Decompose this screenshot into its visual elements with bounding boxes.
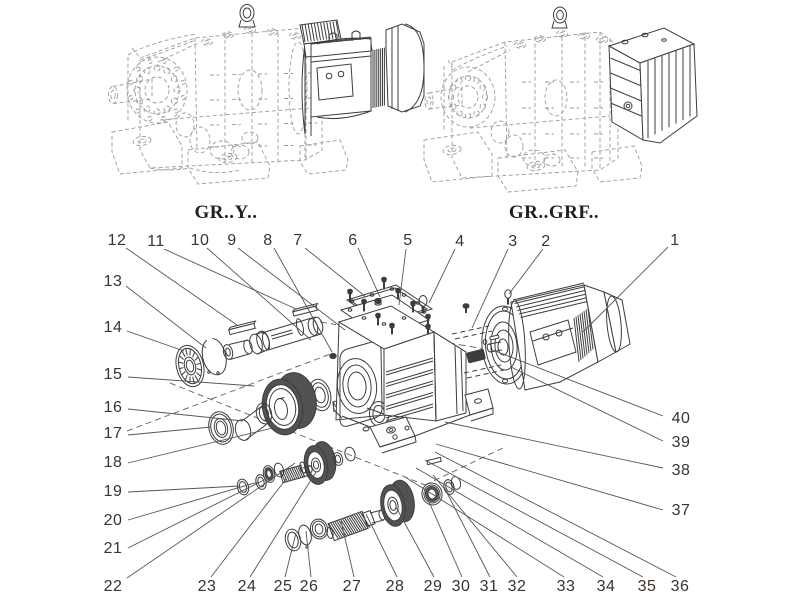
- svg-text:2: 2: [541, 233, 550, 250]
- svg-text:29: 29: [424, 578, 443, 595]
- svg-text:40: 40: [672, 410, 691, 427]
- svg-text:21: 21: [104, 540, 123, 557]
- svg-text:7: 7: [293, 232, 302, 249]
- svg-text:22: 22: [104, 578, 123, 595]
- svg-text:31: 31: [480, 578, 499, 595]
- svg-text:17: 17: [104, 425, 123, 442]
- svg-text:GR..Y..: GR..Y..: [195, 202, 258, 223]
- svg-text:34: 34: [597, 578, 616, 595]
- svg-text:27: 27: [343, 578, 362, 595]
- svg-text:39: 39: [672, 434, 691, 451]
- svg-text:6: 6: [348, 232, 357, 249]
- svg-text:14: 14: [104, 319, 123, 336]
- svg-text:5: 5: [403, 232, 412, 249]
- svg-text:3: 3: [508, 233, 517, 250]
- svg-text:16: 16: [104, 399, 123, 416]
- svg-text:25: 25: [274, 578, 293, 595]
- svg-text:35: 35: [638, 578, 657, 595]
- svg-text:11: 11: [147, 233, 165, 250]
- svg-text:32: 32: [508, 578, 527, 595]
- svg-text:36: 36: [671, 578, 690, 595]
- svg-text:18: 18: [104, 454, 123, 471]
- svg-text:38: 38: [672, 462, 691, 479]
- svg-text:37: 37: [672, 502, 691, 519]
- svg-text:30: 30: [452, 578, 471, 595]
- svg-text:1: 1: [670, 232, 679, 249]
- svg-text:12: 12: [108, 232, 127, 249]
- svg-text:4: 4: [455, 233, 464, 250]
- svg-text:GR..GRF..: GR..GRF..: [509, 202, 599, 223]
- svg-text:33: 33: [557, 578, 576, 595]
- svg-text:23: 23: [198, 578, 217, 595]
- svg-text:26: 26: [300, 578, 319, 595]
- svg-text:8: 8: [263, 232, 272, 249]
- svg-text:28: 28: [386, 578, 405, 595]
- svg-text:20: 20: [104, 512, 123, 529]
- svg-text:19: 19: [104, 483, 123, 500]
- svg-text:9: 9: [227, 232, 236, 249]
- svg-text:13: 13: [104, 273, 123, 290]
- svg-text:15: 15: [104, 366, 123, 383]
- svg-text:24: 24: [238, 578, 257, 595]
- svg-text:10: 10: [191, 232, 210, 249]
